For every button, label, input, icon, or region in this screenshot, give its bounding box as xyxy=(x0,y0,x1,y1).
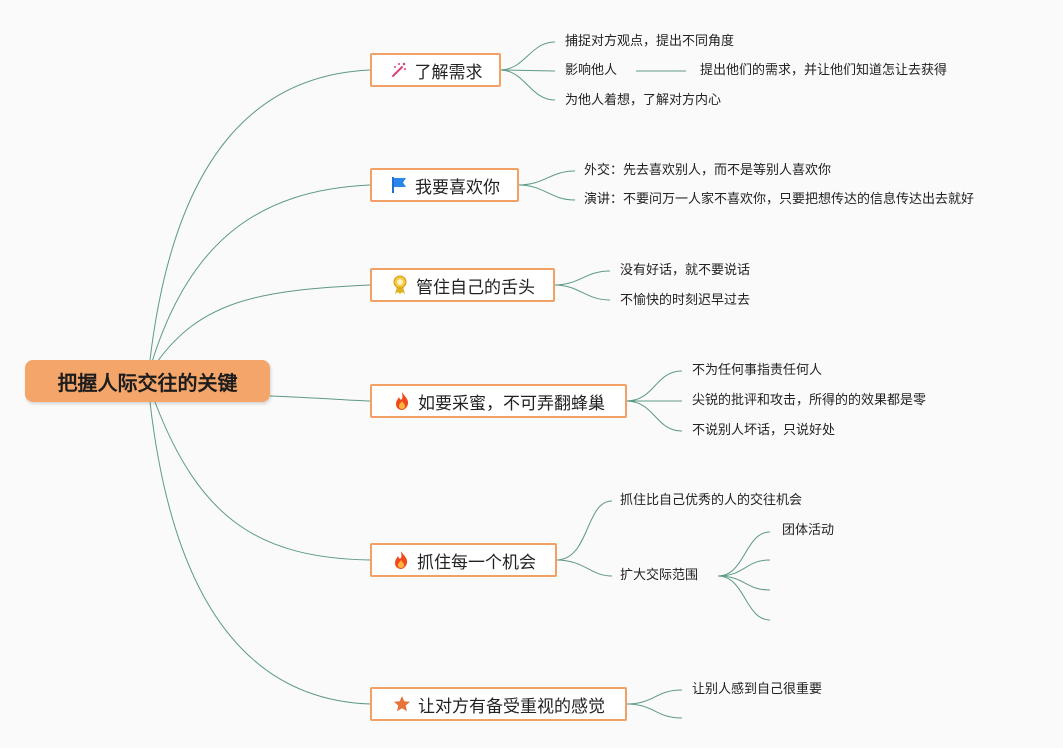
topic-feel-valued[interactable]: 让对方有备受重视的感觉 xyxy=(370,687,627,721)
central-topic[interactable]: 把握人际交往的关键 xyxy=(25,360,270,402)
topic-label: 我要喜欢你 xyxy=(415,177,500,198)
leaf-node[interactable]: 影响他人 xyxy=(565,63,618,78)
leaf-node[interactable]: 抓住比自己优秀的人的交往机会 xyxy=(620,493,803,508)
leaf-node[interactable]: 不为任何事指责任何人 xyxy=(692,363,823,378)
magic-wand-icon xyxy=(389,60,409,80)
topic-seize-opportunity[interactable]: 抓住每一个机会 xyxy=(370,543,557,577)
ribbon-badge-icon xyxy=(390,275,410,295)
topic-gather-honey[interactable]: 如要采蜜，不可弄翻蜂巢 xyxy=(370,384,627,418)
topic-label: 管住自己的舌头 xyxy=(416,277,535,298)
leaf-node[interactable]: 没有好话，就不要说话 xyxy=(620,263,751,278)
topic-label: 让对方有备受重视的感觉 xyxy=(418,696,605,717)
leaf-node[interactable]: 为他人着想，了解对方内心 xyxy=(565,93,722,108)
fire-icon xyxy=(391,550,411,570)
leaf-node[interactable]: 扩大交际范围 xyxy=(620,568,699,583)
leaf-subnode[interactable]: 提出他们的需求，并让他们知道怎让去获得 xyxy=(700,63,948,78)
star-icon xyxy=(392,694,412,714)
topic-i-like-you[interactable]: 我要喜欢你 xyxy=(370,168,519,202)
central-topic-label: 把握人际交往的关键 xyxy=(57,370,238,395)
leaf-node[interactable]: 外交：先去喜欢别人，而不是等别人喜欢你 xyxy=(584,163,832,178)
leaf-node[interactable]: 让别人感到自己很重要 xyxy=(692,682,823,697)
leaf-node[interactable]: 捕捉对方观点，提出不同角度 xyxy=(565,34,735,49)
topic-label: 如要采蜜，不可弄翻蜂巢 xyxy=(418,393,605,414)
topic-label: 了解需求 xyxy=(414,62,483,83)
flag-icon xyxy=(389,175,409,195)
leaf-node[interactable]: 不愉快的时刻迟早过去 xyxy=(620,293,751,308)
leaf-node[interactable]: 尖锐的批评和攻击，所得的的效果都是零 xyxy=(692,393,927,408)
leaf-node[interactable]: 演讲：不要问万一人家不喜欢你，只要把想传达的信息传达出去就好 xyxy=(584,192,975,207)
leaf-subnode[interactable]: 团体活动 xyxy=(782,523,835,538)
fire-icon xyxy=(392,391,412,411)
leaf-node[interactable]: 不说别人坏话，只说好处 xyxy=(692,423,836,438)
topic-understand-needs[interactable]: 了解需求 xyxy=(370,53,501,87)
topic-label: 抓住每一个机会 xyxy=(417,552,536,573)
topic-hold-tongue[interactable]: 管住自己的舌头 xyxy=(370,268,555,302)
